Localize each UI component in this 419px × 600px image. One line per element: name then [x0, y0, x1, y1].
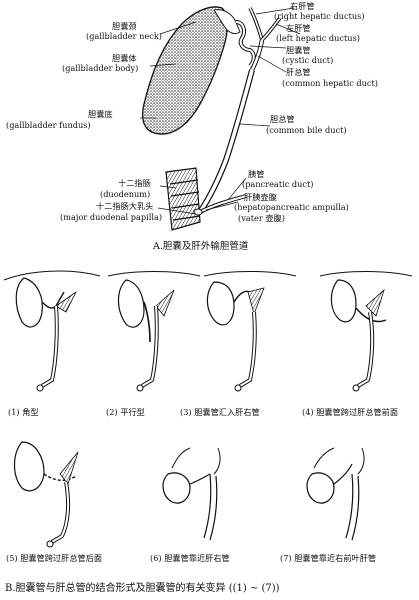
label-body-en: (gallbladder body) [62, 63, 138, 73]
label-cystic-en: (cystic duct) [282, 55, 333, 65]
variant-2-label: (2) 平行型 [106, 407, 145, 417]
label-ampulla-en: (hepatopancreatic ampulla) [234, 202, 349, 212]
label-common-hepatic-en: (common hepatic duct) [282, 78, 378, 88]
part-a-illustration [142, 6, 282, 231]
label-common-bile-cn: 胆总管 [270, 114, 295, 124]
variant-3-label: (3) 胆囊管汇入肝右管 [180, 407, 260, 417]
label-vater-en: (vater 壶腹) [238, 213, 285, 223]
label-duodenum-cn: 十二指肠 [118, 178, 151, 188]
caption-part-b: B.胆囊管与肝总管的结合形式及胆囊管的有关变异 ((1) ~ (7)) [5, 581, 280, 594]
variant-5-label: (5) 胆囊管跨过肝总管后面 [6, 553, 102, 563]
part-b-variants [3, 270, 413, 548]
label-right-hepatic-cn: 右肝管 [290, 1, 315, 11]
label-body-cn: 胆囊体 [112, 53, 137, 63]
label-left-hepatic-cn: 左肝管 [286, 23, 311, 33]
part-a-labels: 右肝管 (right hepatic ductus) 左肝管 (left hep… [6, 1, 378, 223]
gallbladder-neck [213, 9, 241, 35]
variant-5-drawing [13, 441, 79, 548]
label-papilla-cn: 十二指肠大乳头 [96, 201, 153, 211]
label-right-hepatic-en: (right hepatic ductus) [274, 11, 365, 21]
caption-part-a: A.胆囊及肝外输胆管道 [152, 240, 249, 252]
variant-2-drawing [107, 271, 201, 392]
label-fundus-cn: 胆囊底 [88, 109, 113, 119]
variant-7-label: (7) 胆囊管靠近右前叶肝管 [280, 553, 376, 563]
variant-4-drawing [319, 271, 413, 392]
label-pancreatic-en: (pancreatic duct) [242, 179, 314, 189]
label-neck-en: (gallbladder neck) [86, 31, 162, 41]
variant-1-drawing [3, 270, 101, 392]
label-papilla-en: (major duodenal papilla) [60, 212, 162, 222]
variant-6-label: (6) 胆囊管靠近肝右管 [150, 553, 230, 563]
label-common-hepatic-cn: 肝总管 [286, 67, 311, 77]
variant-7-drawing [306, 447, 365, 541]
variant-1-label: (1) 角型 [8, 407, 39, 417]
label-fundus-en: (gallbladder fundus) [6, 120, 91, 130]
duodenum-segment [165, 167, 203, 231]
variant-4-label: (4) 胆囊管跨过肝总管前面 [302, 407, 398, 417]
label-common-bile-en: (common bile duct) [266, 125, 347, 135]
label-cystic-cn: 胆囊管 [286, 45, 311, 55]
leader-lines [140, 7, 301, 215]
gallbladder-shape [142, 6, 229, 135]
label-left-hepatic-en: (left hepatic ductus) [276, 33, 360, 43]
label-neck-cn: 胆囊颈 [112, 21, 137, 31]
major-duodenal-papilla [193, 208, 203, 216]
label-ampulla-cn: 肝胰壶腹 [244, 192, 277, 202]
common-bile-duct [197, 69, 255, 214]
label-duodenum-en: (duodenum) [100, 189, 150, 199]
variant-6-drawing [162, 447, 221, 541]
part-b-labels: (1) 角型 (2) 平行型 (3) 胆囊管汇入肝右管 (4) 胆囊管跨过肝总管… [6, 407, 398, 563]
variant-3-drawing [203, 271, 297, 392]
label-pancreatic-cn: 胰管 [248, 169, 264, 179]
